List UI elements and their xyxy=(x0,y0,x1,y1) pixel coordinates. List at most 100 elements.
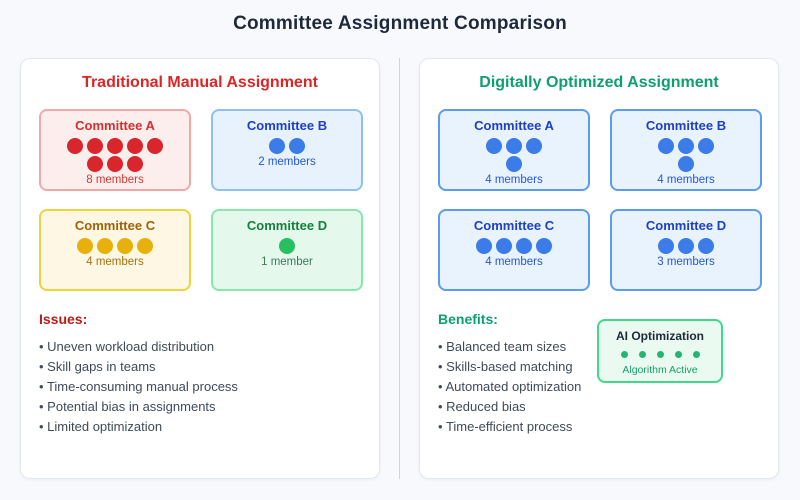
member-dot-row xyxy=(658,138,714,154)
issues-section: Issues: Uneven workload distribution Ski… xyxy=(39,311,361,437)
issue-item: Time-consuming manual process xyxy=(39,377,361,397)
member-dot-row xyxy=(476,238,552,254)
member-dot-row xyxy=(678,156,694,172)
committee-grid: Committee A 4 members Committee B 4 memb… xyxy=(438,109,762,291)
ai-activity-dot xyxy=(620,351,628,358)
benefit-item: Balanced team sizes xyxy=(438,337,597,357)
member-dot xyxy=(658,238,674,254)
benefits-section: Benefits: Balanced team sizes Skills-bas… xyxy=(438,311,760,437)
benefits-list: Balanced team sizes Skills-based matchin… xyxy=(438,337,597,437)
committee-card-a: Committee A 8 members xyxy=(39,109,191,191)
committee-title: Committee B xyxy=(246,118,328,133)
member-dot xyxy=(87,156,103,172)
committee-title: Committee B xyxy=(645,118,727,133)
panel-traditional: Traditional Manual Assignment Committee … xyxy=(20,58,380,479)
committee-title: Committee C xyxy=(74,218,156,233)
committee-card-b: Committee B 4 members xyxy=(610,109,762,191)
member-dot xyxy=(289,138,305,154)
member-dot xyxy=(698,238,714,254)
ai-activity-dot xyxy=(638,351,646,358)
member-dot xyxy=(516,238,532,254)
member-dot-row xyxy=(486,138,542,154)
committee-title: Committee C xyxy=(473,218,555,233)
member-count: 1 member xyxy=(261,256,313,268)
member-count: 4 members xyxy=(86,256,144,268)
member-dot xyxy=(279,238,295,254)
member-dot xyxy=(117,238,133,254)
committee-title: Committee A xyxy=(474,118,554,133)
committee-card-a: Committee A 4 members xyxy=(438,109,590,191)
ai-status-label: Algorithm Active xyxy=(622,364,698,376)
member-count: 4 members xyxy=(485,174,543,186)
member-count: 4 members xyxy=(485,256,543,268)
benefit-item: Skills-based matching xyxy=(438,357,597,377)
member-dots xyxy=(658,238,714,256)
issues-heading: Issues: xyxy=(39,311,88,327)
member-dot xyxy=(678,138,694,154)
member-dot xyxy=(107,138,123,154)
member-dot xyxy=(506,138,522,154)
committee-card-b: Committee B 2 members xyxy=(211,109,363,191)
issue-item: Skill gaps in teams xyxy=(39,357,361,377)
benefits-column: Benefits: Balanced team sizes Skills-bas… xyxy=(438,311,597,437)
ai-box-title: AI Optimization xyxy=(616,329,704,343)
member-dot xyxy=(506,156,522,172)
page-title: Committee Assignment Comparison xyxy=(233,13,567,34)
panel-optimized-title: Digitally Optimized Assignment xyxy=(479,74,719,91)
member-dot xyxy=(658,138,674,154)
benefit-item: Time-efficient process xyxy=(438,417,597,437)
issues-list: Uneven workload distribution Skill gaps … xyxy=(39,337,361,437)
ai-activity-dot xyxy=(674,351,682,358)
ai-activity-dots xyxy=(599,351,721,358)
member-dot xyxy=(127,138,143,154)
member-dot xyxy=(269,138,285,154)
member-dot-row xyxy=(269,138,305,154)
member-dot-row xyxy=(67,138,163,154)
member-dot xyxy=(536,238,552,254)
committee-title: Committee D xyxy=(645,218,727,233)
member-count: 8 members xyxy=(86,174,144,186)
member-dot-row xyxy=(658,238,714,254)
member-dot-row xyxy=(279,238,295,254)
member-dot xyxy=(678,238,694,254)
ai-activity-dot xyxy=(656,351,664,358)
member-dot xyxy=(147,138,163,154)
committee-card-d: Committee D 3 members xyxy=(610,209,762,291)
member-dot xyxy=(137,238,153,254)
member-dots xyxy=(486,138,542,174)
member-dot xyxy=(476,238,492,254)
issue-item: Limited optimization xyxy=(39,417,361,437)
member-dot xyxy=(678,156,694,172)
member-dot xyxy=(97,238,113,254)
benefits-heading: Benefits: xyxy=(438,311,498,327)
ai-activity-dot xyxy=(692,351,700,358)
member-dot xyxy=(526,138,542,154)
committee-title: Committee D xyxy=(246,218,328,233)
member-dots xyxy=(77,238,153,256)
issue-item: Potential bias in assignments xyxy=(39,397,361,417)
member-dot xyxy=(87,138,103,154)
panel-traditional-title: Traditional Manual Assignment xyxy=(82,74,318,91)
committee-title: Committee A xyxy=(75,118,155,133)
member-dot-row xyxy=(87,156,143,172)
member-dot xyxy=(698,138,714,154)
benefit-item: Reduced bias xyxy=(438,397,597,417)
member-dots xyxy=(67,138,163,174)
member-dots xyxy=(658,138,714,174)
committee-card-d: Committee D 1 member xyxy=(211,209,363,291)
member-dot-row xyxy=(77,238,153,254)
member-count: 4 members xyxy=(657,174,715,186)
ai-optimization-box: AI Optimization Algorithm Active xyxy=(597,319,723,383)
member-dots xyxy=(269,138,305,156)
panel-optimized: Digitally Optimized Assignment Committee… xyxy=(419,58,779,479)
member-dot xyxy=(496,238,512,254)
comparison-panels: Traditional Manual Assignment Committee … xyxy=(20,58,780,479)
member-dot xyxy=(127,156,143,172)
member-dot xyxy=(486,138,502,154)
committee-card-c: Committee C 4 members xyxy=(39,209,191,291)
member-dot xyxy=(77,238,93,254)
member-dots xyxy=(279,238,295,256)
member-count: 3 members xyxy=(657,256,715,268)
member-dots xyxy=(476,238,552,256)
committee-card-c: Committee C 4 members xyxy=(438,209,590,291)
